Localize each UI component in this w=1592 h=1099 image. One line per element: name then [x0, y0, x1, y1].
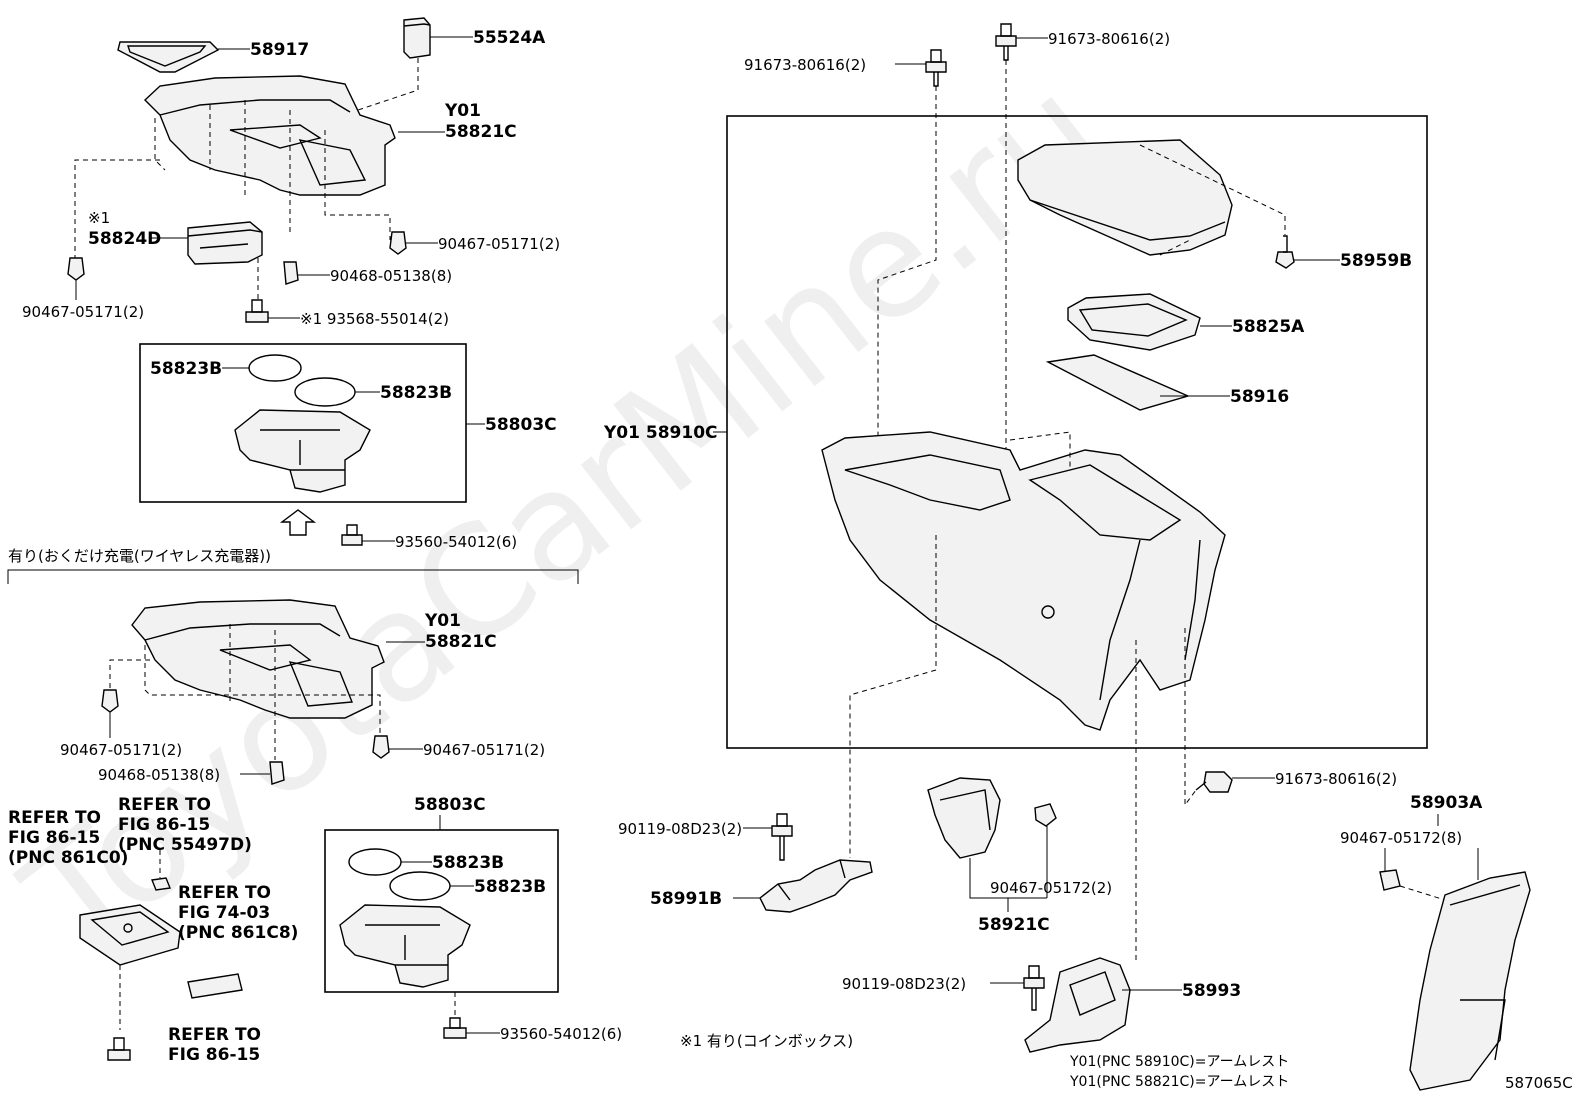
bolt-90119-b — [1023, 965, 1045, 1011]
box-58803C-a — [139, 343, 467, 503]
part-58910C-console-body — [821, 431, 1226, 731]
label-refer-86-15-861c0: REFER TO FIG 86-15 (PNC 861C0) — [8, 808, 128, 868]
label-90467-05171-c: 90467-05171(2) — [60, 741, 182, 759]
bracket-wireless — [7, 569, 579, 584]
part-55497d-clip — [151, 877, 171, 891]
note-wireless: 有り(おくだけ充電(ワイヤレス充電器)) — [8, 547, 271, 565]
label-58821C-a: 58821C — [445, 122, 517, 142]
clip-90467-d — [372, 735, 390, 759]
label-58993: 58993 — [1182, 981, 1241, 1001]
label-58903A: 58903A — [1410, 793, 1483, 813]
bolt-91673-b — [995, 23, 1017, 61]
bolt-91673-c — [1195, 771, 1233, 793]
label-58825A: 58825A — [1232, 317, 1305, 337]
screw-58959B — [1275, 235, 1295, 269]
clip-90467-05172-b — [1379, 869, 1401, 891]
clip-90467-05172-a — [1034, 803, 1057, 827]
label-58917: 58917 — [250, 40, 309, 60]
box-58803C-b — [324, 829, 559, 993]
legend-58821C: Y01(PNC 58821C)=アームレスト — [1069, 1074, 1289, 1090]
label-58821C-b: 58821C — [425, 632, 497, 652]
label-90467-05172-b: 90467-05172(8) — [1340, 829, 1462, 847]
part-58803C-cupholder-a — [234, 409, 371, 493]
label-90467-05171-b: 90467-05171(2) — [438, 235, 560, 253]
clip-90467-left — [67, 257, 85, 281]
screw-93560-b — [443, 1017, 467, 1039]
label-y01-a: Y01 — [444, 101, 481, 121]
ring-58823B-d — [389, 871, 451, 901]
part-58825A-tray — [1067, 293, 1201, 351]
clip-90467-c — [101, 689, 119, 713]
label-58803C-b: 58803C — [414, 795, 486, 815]
arrow-up — [279, 509, 317, 536]
label-55524A: 55524A — [473, 28, 546, 48]
label-90467-05171-d: 90467-05171(2) — [423, 741, 545, 759]
label-90467-05172-a: 90467-05172(2) — [990, 879, 1112, 897]
label-93560-54012-b: 93560-54012(6) — [500, 1025, 622, 1043]
label-58803C-a: 58803C — [485, 415, 557, 435]
label-91673-80616-b: 91673-80616(2) — [1048, 30, 1170, 48]
part-58916-mat — [1045, 354, 1191, 411]
label-91673-80616-a: 91673-80616(2) — [744, 56, 866, 74]
label-58991B: 58991B — [650, 889, 722, 909]
label-90467-05171-a: 90467-05171(2) — [22, 303, 144, 321]
clip-90467-right — [389, 231, 407, 255]
ring-58823B-a — [248, 354, 302, 382]
label-90468-05138-b: 90468-05138(8) — [98, 766, 220, 784]
label-58916: 58916 — [1230, 387, 1289, 407]
clip-90468-a — [283, 261, 299, 285]
note-coinbox: ※1 有り(コインボックス) — [680, 1032, 853, 1050]
ring-58823B-c — [348, 848, 402, 876]
part-58991B-bracket — [759, 859, 873, 913]
label-58921C: 58921C — [978, 915, 1050, 935]
part-58824D-coinbox — [187, 221, 263, 265]
label-refer-86-15: REFER TO FIG 86-15 — [168, 1025, 267, 1065]
clip-90468-b — [269, 761, 285, 785]
label-58823B-b: 58823B — [380, 383, 452, 403]
screw-93568 — [245, 299, 269, 323]
part-55524A-plug — [403, 17, 431, 59]
legend-58910C: Y01(PNC 58910C)=アームレスト — [1069, 1054, 1289, 1070]
part-58917-mat — [117, 41, 220, 73]
part-861c8-pad — [187, 973, 243, 999]
label-58823B-d: 58823B — [474, 877, 546, 897]
part-58921C-panel — [927, 777, 1001, 859]
part-wireless-charger — [79, 904, 181, 966]
diagram-code: 587065C — [1505, 1074, 1573, 1092]
label-58910C: Y01 58910C — [603, 423, 718, 443]
label-58823B-a: 58823B — [150, 359, 222, 379]
part-58803C-cupholder-b — [339, 904, 471, 988]
label-refer-74-03-861c8: REFER TO FIG 74-03 (PNC 861C8) — [178, 883, 298, 943]
label-91673-80616-c: 91673-80616(2) — [1275, 770, 1397, 788]
part-58903A-side-panel — [1409, 871, 1531, 1091]
label-refer-86-15-55497d: REFER TO FIG 86-15 (PNC 55497D) — [118, 795, 252, 855]
label-90119-08D23-a: 90119-08D23(2) — [618, 820, 742, 838]
label-93568-55014: ※1 93568-55014(2) — [300, 310, 449, 328]
label-93560-54012-a: 93560-54012(6) — [395, 533, 517, 551]
bolt-91673-a — [925, 49, 947, 87]
screw-refer-86-15 — [107, 1037, 131, 1061]
label-58823B-c: 58823B — [432, 853, 504, 873]
ring-58823B-b — [294, 377, 356, 407]
part-58821C-upper-b — [131, 599, 385, 719]
screw-93560-a — [341, 524, 363, 546]
label-y01-b: Y01 — [424, 611, 461, 631]
label-star1: ※1 — [88, 209, 110, 227]
bolt-90119-a — [771, 813, 793, 861]
part-armrest — [1017, 139, 1233, 256]
label-90468-05138-a: 90468-05138(8) — [330, 267, 452, 285]
part-58993-bracket — [1024, 957, 1131, 1053]
part-58821C-upper-a — [143, 75, 396, 196]
label-58959B: 58959B — [1340, 251, 1412, 271]
label-58824D: 58824D — [88, 229, 161, 249]
label-90119-08D23-b: 90119-08D23(2) — [842, 975, 966, 993]
